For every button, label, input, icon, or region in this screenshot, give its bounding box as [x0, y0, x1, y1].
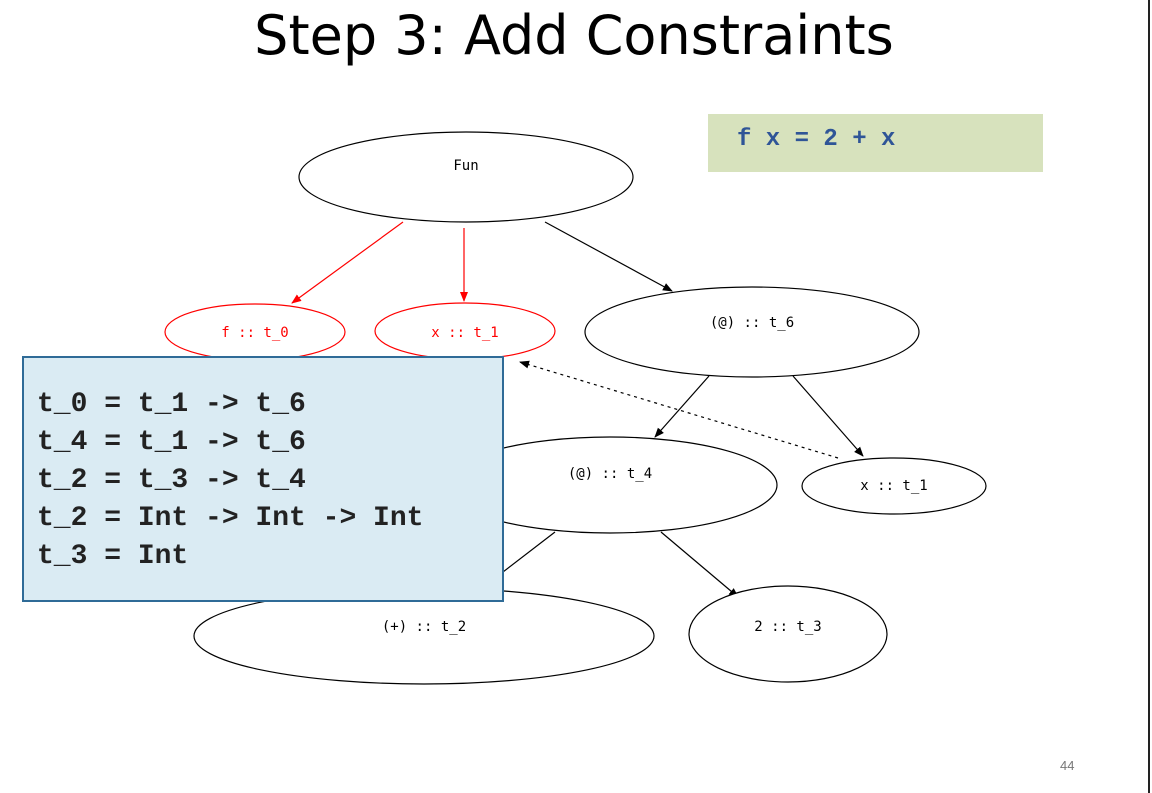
node-two-t3-label: 2 :: t_3	[754, 619, 821, 635]
node-plus-t2: (+) :: t_2	[193, 587, 655, 685]
constraint-line: t_2 = Int -> Int -> Int	[37, 503, 424, 534]
edge-app4-to-two	[660, 531, 739, 598]
constraint-line: t_4 = t_1 -> t_6	[37, 427, 306, 458]
edge-fun-to-app6	[544, 221, 673, 292]
node-fun: Fun	[298, 131, 634, 223]
page-number: 44	[1060, 758, 1075, 773]
node-app-t6: (@) :: t_6	[584, 286, 920, 378]
node-f: f :: t_0	[164, 303, 346, 361]
edge-app6-to-x2	[792, 375, 864, 457]
node-app-t4-label: (@) :: t_4	[568, 466, 652, 482]
constraints-box: t_0 = t_1 -> t_6 t_4 = t_1 -> t_6 t_2 = …	[22, 356, 504, 602]
node-x-t1-leaf-label: x :: t_1	[860, 478, 927, 494]
node-x-t1-leaf: x :: t_1	[801, 457, 987, 515]
node-plus-t2-label: (+) :: t_2	[382, 619, 466, 635]
node-app-t4: (@) :: t_4	[442, 436, 778, 534]
node-two-t3: 2 :: t_3	[688, 585, 888, 683]
node-app-t6-label: (@) :: t_6	[710, 315, 794, 331]
code-box: f x = 2 + x	[708, 114, 1043, 172]
slide-title: Step 3: Add Constraints	[254, 4, 894, 67]
edge-app6-to-app4	[654, 375, 710, 438]
constraint-line: t_0 = t_1 -> t_6	[37, 389, 306, 420]
edge-fun-to-f	[291, 221, 404, 304]
node-x-t1-label: x :: t_1	[431, 325, 498, 341]
slide-edge-line	[1148, 0, 1150, 793]
node-f-label: f :: t_0	[221, 325, 288, 341]
constraint-line: t_3 = Int	[37, 541, 189, 572]
node-x-t1: x :: t_1	[374, 302, 556, 360]
node-fun-label: Fun	[453, 158, 478, 174]
code-text: f x = 2 + x	[737, 126, 896, 153]
constraint-line: t_2 = t_3 -> t_4	[37, 465, 306, 496]
